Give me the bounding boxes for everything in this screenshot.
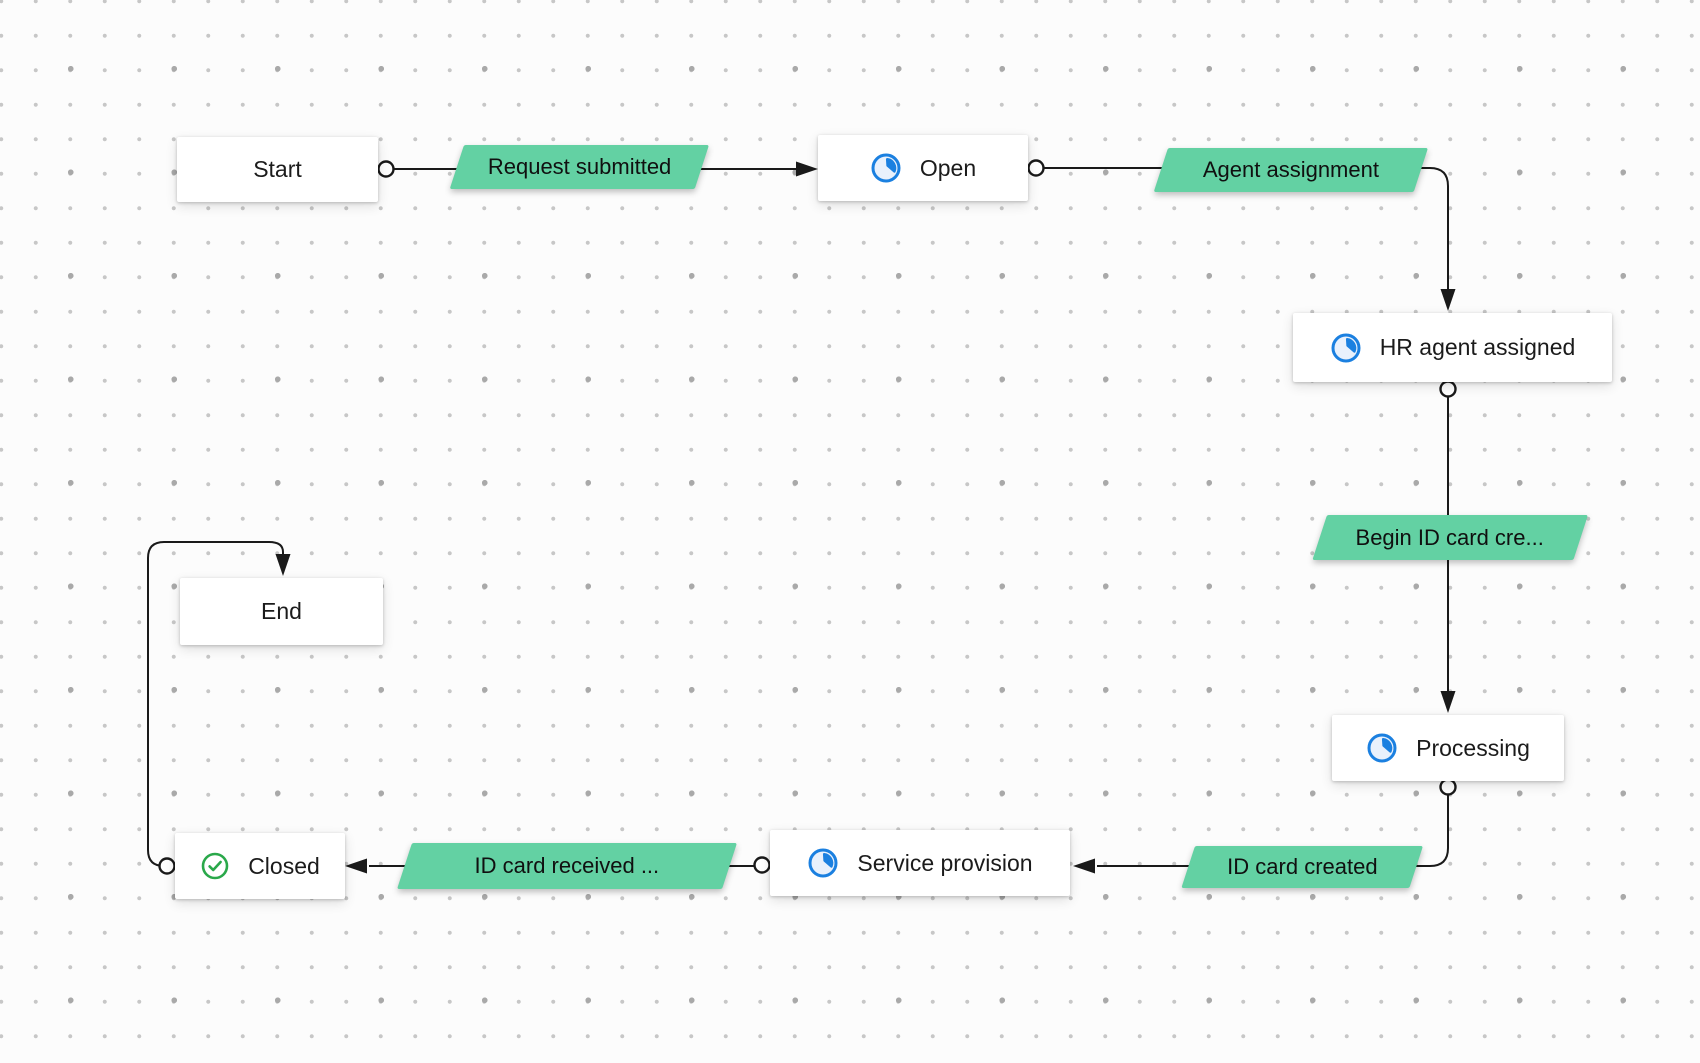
arrowhead-into-end — [275, 554, 291, 576]
edge-processing-service[interactable] — [1097, 787, 1449, 867]
edge-open-hr[interactable] — [1036, 167, 1449, 291]
port-open-out[interactable] — [1027, 159, 1045, 177]
state-progress-icon — [807, 847, 839, 879]
transition-id-card-created[interactable]: ID card created — [1181, 846, 1423, 888]
arrowhead-into-processing — [1440, 691, 1456, 713]
port-processing-out[interactable] — [1439, 778, 1457, 796]
node-end[interactable]: End — [180, 578, 383, 645]
arrowhead-into-closed — [345, 858, 367, 874]
node-label: Processing — [1416, 734, 1530, 761]
transition-agent-assignment[interactable]: Agent assignment — [1153, 148, 1428, 192]
check-circle-icon — [200, 851, 230, 881]
node-label: Service provision — [857, 849, 1033, 876]
node-closed[interactable]: Closed — [175, 833, 345, 899]
transition-label: ID card created — [1226, 854, 1378, 879]
port-closed-out[interactable] — [158, 857, 176, 875]
port-start-out[interactable] — [377, 160, 395, 178]
arrowhead-into-hr — [1440, 289, 1456, 311]
transition-label: Begin ID card cre... — [1356, 524, 1545, 550]
state-progress-icon — [870, 152, 902, 184]
transition-begin-id-card-creation[interactable]: Begin ID card cre... — [1312, 515, 1588, 560]
port-hr-out[interactable] — [1439, 380, 1457, 398]
transition-label: ID card received ... — [474, 853, 660, 878]
transition-request-submitted[interactable]: Request submitted — [449, 145, 709, 189]
node-open[interactable]: Open — [818, 135, 1028, 201]
node-label: HR agent assigned — [1379, 334, 1576, 360]
node-hr-agent-assigned[interactable]: HR agent assigned — [1293, 313, 1612, 382]
arrowhead-into-service — [1073, 858, 1095, 874]
node-start[interactable]: Start — [177, 137, 378, 202]
edge-closed-end[interactable] — [147, 541, 284, 867]
node-label: Open — [919, 154, 977, 181]
transition-label: Agent assignment — [1202, 157, 1379, 182]
transition-id-card-received[interactable]: ID card received ... — [397, 843, 737, 889]
transition-label: Request submitted — [487, 154, 672, 179]
arrowhead-into-open — [796, 161, 818, 177]
port-service-out[interactable] — [753, 856, 771, 874]
node-label: End — [261, 598, 302, 624]
node-label: Closed — [248, 852, 320, 879]
node-label: Start — [253, 156, 302, 182]
state-progress-icon — [1330, 332, 1362, 364]
node-service-provision[interactable]: Service provision — [770, 830, 1070, 896]
node-processing[interactable]: Processing — [1332, 715, 1564, 781]
state-progress-icon — [1366, 732, 1398, 764]
